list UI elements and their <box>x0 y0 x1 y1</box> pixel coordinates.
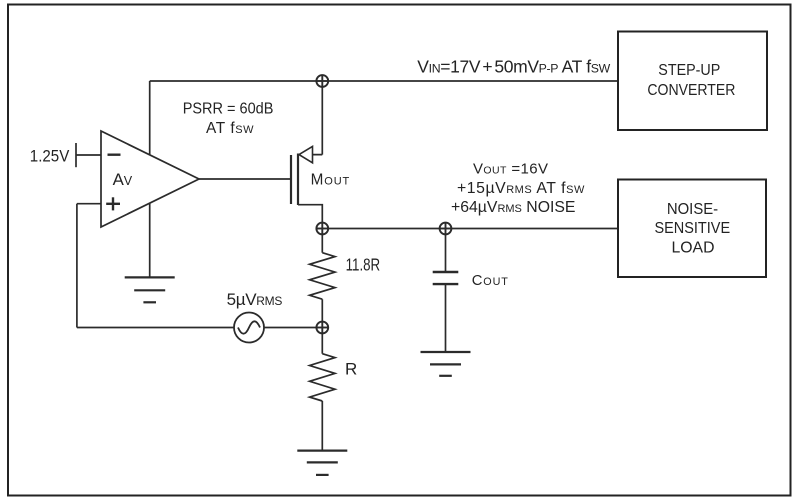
svg-text:1.25V: 1.25V <box>30 146 70 165</box>
svg-text:VOUT =16V: VOUT =16V <box>473 160 548 177</box>
svg-text:CONVERTER: CONVERTER <box>647 82 735 99</box>
svg-text:NOISE-: NOISE- <box>667 201 718 218</box>
svg-text:LOAD: LOAD <box>672 239 715 256</box>
svg-text:5µVRMS: 5µVRMS <box>227 290 283 309</box>
svg-text:11.8R: 11.8R <box>346 255 381 275</box>
svg-text:AT fSW: AT fSW <box>206 120 254 137</box>
svg-text:+64µVRMS NOISE: +64µVRMS NOISE <box>451 199 575 216</box>
svg-text:PSRR = 60dB: PSRR = 60dB <box>183 101 274 118</box>
svg-text:R: R <box>345 360 357 379</box>
svg-text:AV: AV <box>113 170 133 189</box>
svg-text:SENSITIVE: SENSITIVE <box>654 220 730 237</box>
svg-text:VIN=17V + 50mVP-P AT fSW: VIN=17V + 50mVP-P AT fSW <box>417 56 610 76</box>
svg-text:+15µVRMS AT fSW: +15µVRMS AT fSW <box>457 180 585 197</box>
svg-text:STEP-UP: STEP-UP <box>658 62 720 79</box>
svg-text:COUT: COUT <box>472 273 509 289</box>
svg-text:MOUT: MOUT <box>311 171 351 188</box>
